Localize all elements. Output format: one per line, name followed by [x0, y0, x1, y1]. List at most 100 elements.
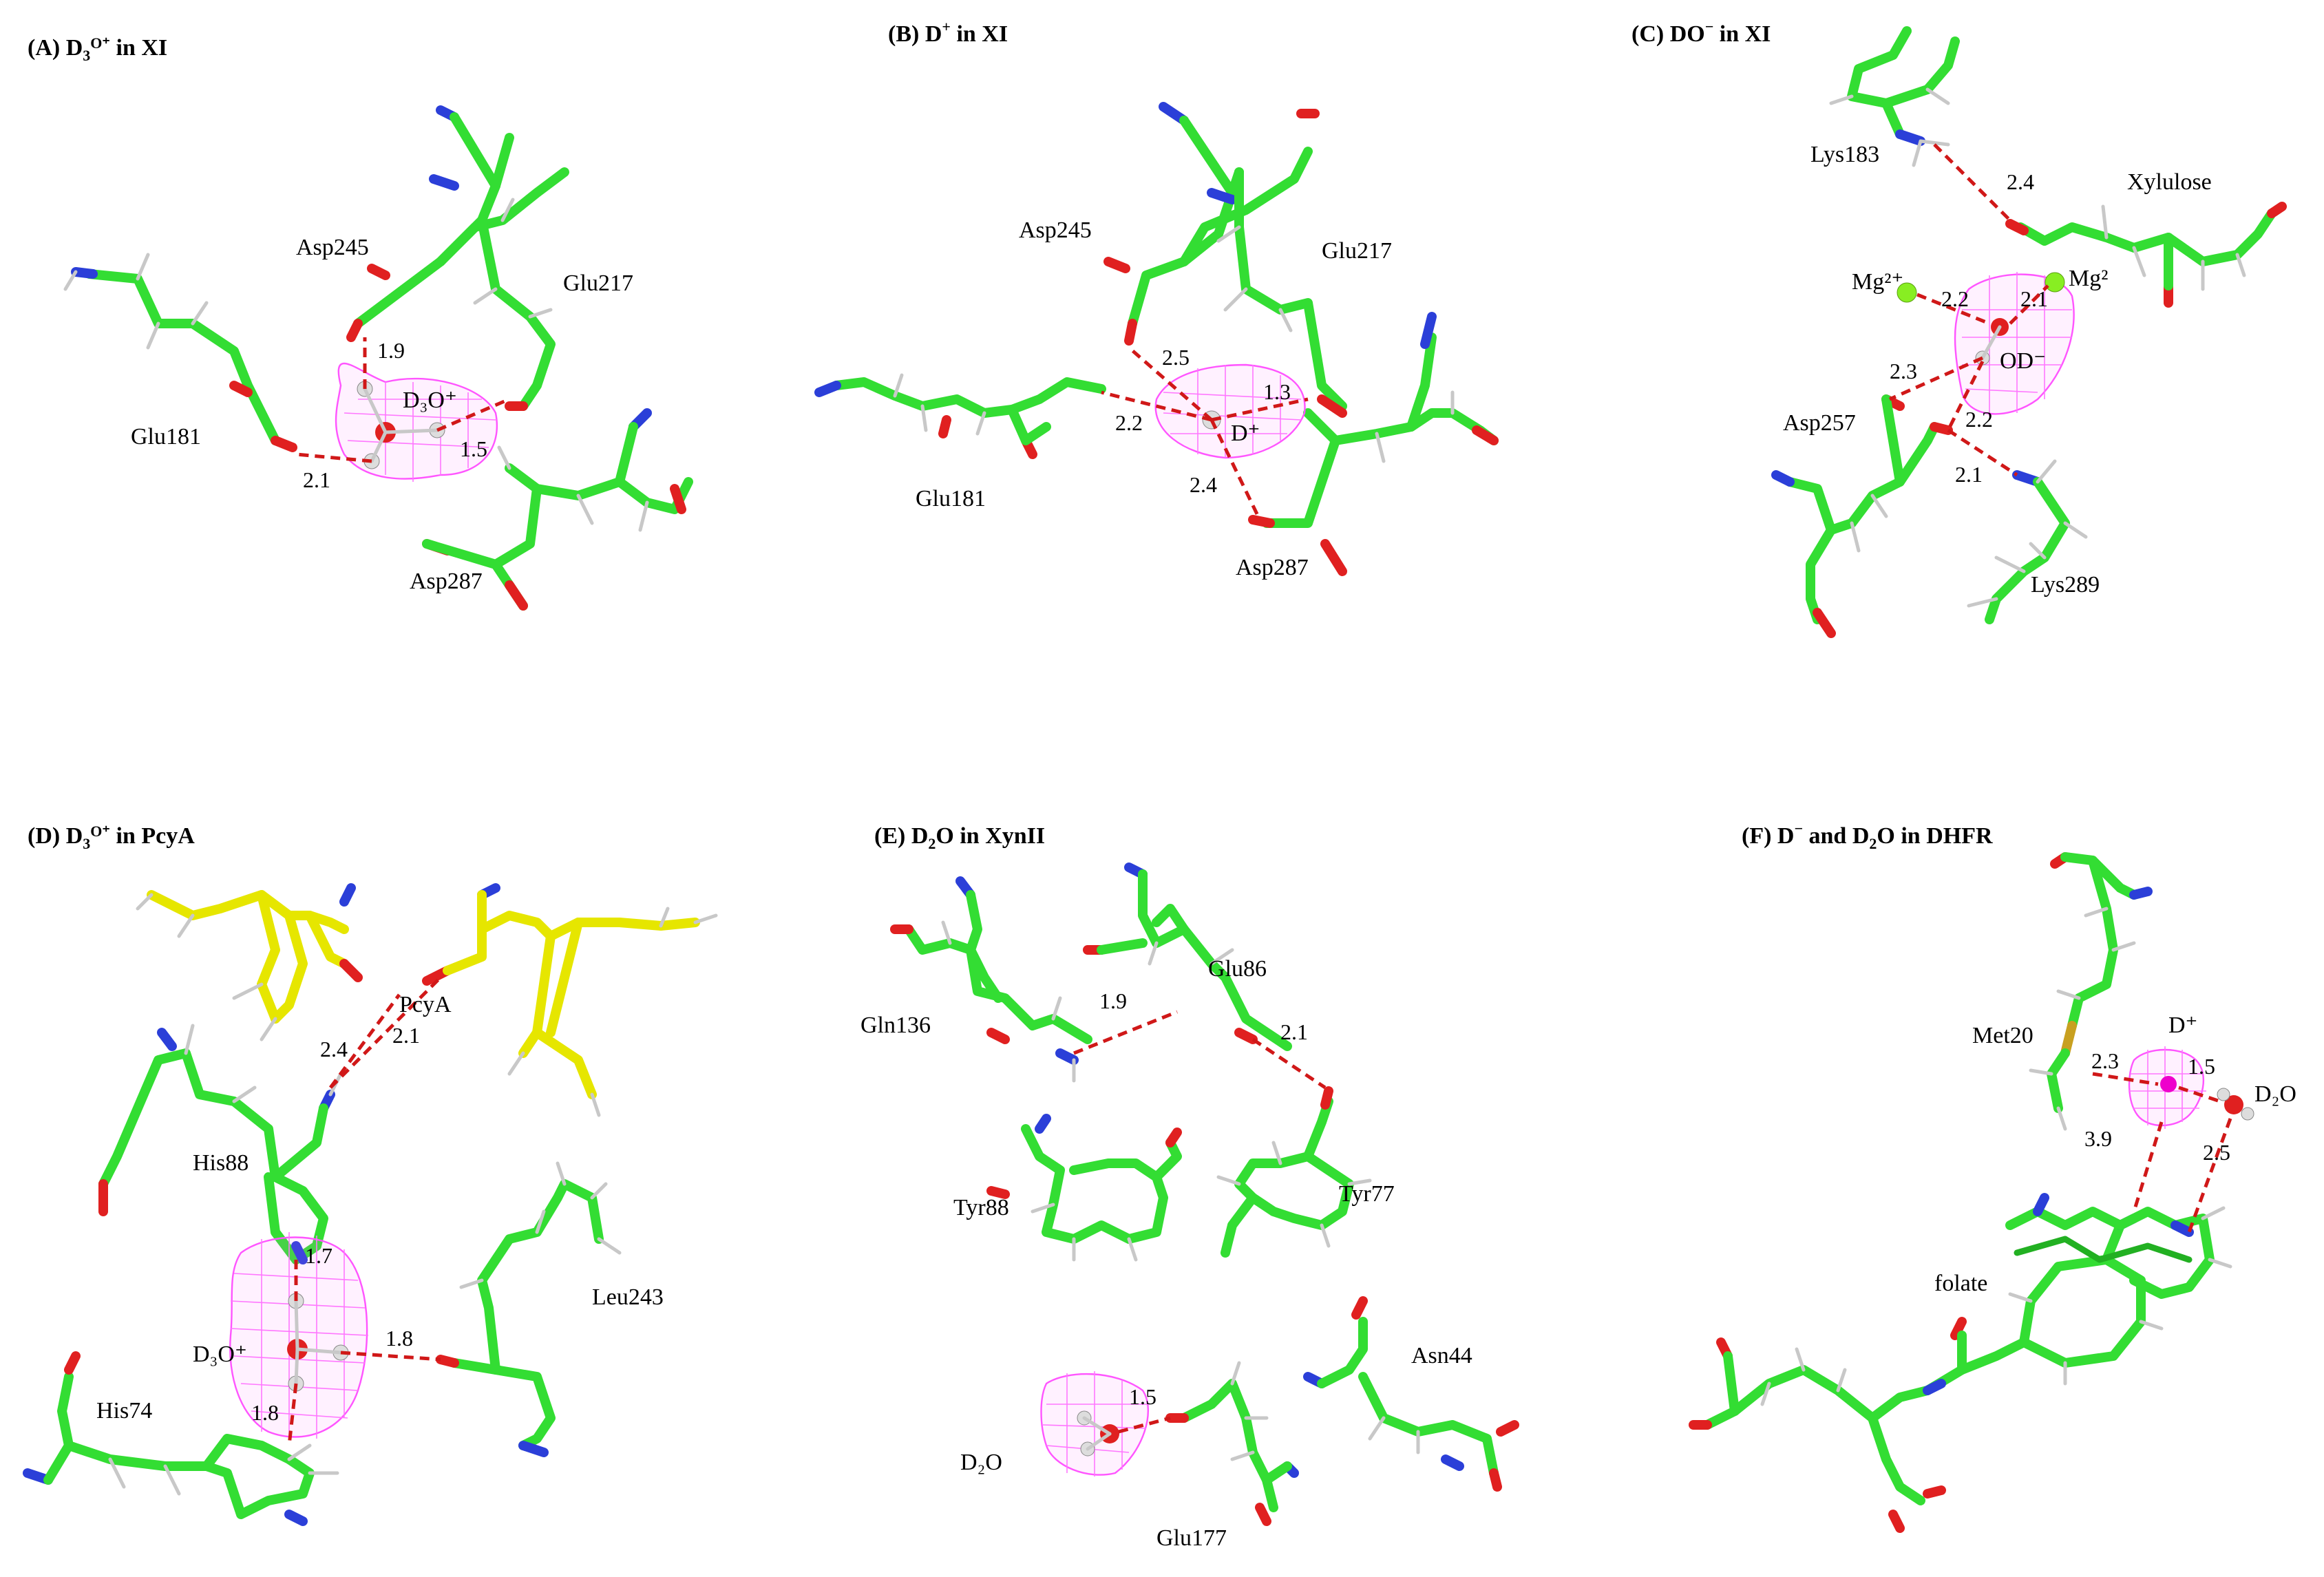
dist-d-3: 1.7: [305, 1243, 332, 1268]
tyr77-up: [1303, 1097, 1333, 1161]
panel-f-molecules: [1689, 852, 2232, 1533]
leu243-nitrogen: [518, 1441, 549, 1457]
asn44-oxygen: [1351, 1296, 1368, 1320]
panel-c-hbond-6: [1947, 428, 2018, 477]
label-dplus: D⁺: [2168, 1013, 2198, 1038]
asp287-oxygen3: [670, 484, 686, 514]
asp245-oxygen: [346, 319, 363, 342]
asp287-b-oxygen3: [1472, 425, 1499, 445]
panel-a-molecules: [63, 105, 693, 611]
asn44-backbone: [1358, 1372, 1499, 1478]
label-pcya: PcyA: [399, 992, 452, 1017]
pcya-left-c: [305, 911, 349, 969]
glu217-sidechain: [477, 215, 556, 411]
panel-a-hbond-3: [295, 452, 372, 463]
asp245-oxygen2: [367, 264, 390, 280]
label-asp257: Asp257: [1783, 410, 1856, 436]
label-ion-b: D⁺: [1231, 421, 1260, 446]
folate-oxygen4: [1923, 1485, 1946, 1499]
panel-f: (F) D− and D2O in DHFR: [1689, 820, 2296, 1533]
dist-d-5: 1.8: [251, 1400, 279, 1425]
panel-b-hbond-1: [1128, 346, 1213, 421]
asp257-oxygen3: [1813, 608, 1836, 638]
folate-pteridine-n1: [2033, 1193, 2049, 1216]
met20-side: [2067, 856, 2118, 1030]
pcya-left-top: [147, 890, 349, 934]
label-asn44: Asn44: [1411, 1343, 1472, 1368]
panel-c-density: [1954, 272, 2075, 416]
dist-f-4: 2.5: [2203, 1140, 2230, 1165]
tyr88-side: [1152, 1138, 1182, 1182]
label-his88: His88: [193, 1150, 249, 1176]
lys289-chain: [1985, 477, 2070, 624]
dist-b-4: 2.4: [1190, 472, 1217, 497]
folate-pteridine: [2005, 1207, 2215, 1299]
tyr88-oxygen: [1165, 1128, 1182, 1147]
panel-b-hbond-3: [1101, 390, 1212, 422]
panel-c-mg-right-atom: [2045, 272, 2065, 293]
dist-c-5: 2.2: [1965, 407, 1993, 432]
label-asp245-a: Asp245: [296, 235, 369, 260]
panel-d-molecules: [23, 883, 718, 1526]
met20-nitrogen: [2129, 887, 2153, 900]
label-od: OD⁻: [2000, 348, 2046, 374]
panel-c-title: (C) DO− in XI: [1631, 18, 1771, 47]
xylulose-chain: [2016, 209, 2277, 266]
label-folate: folate: [1934, 1271, 1987, 1296]
met20-terminal: [2047, 1048, 2070, 1113]
pcya-left-ring: [257, 890, 280, 1024]
tyr88-oxygen2: [986, 1186, 1010, 1199]
dist-f-2: 1.5: [2188, 1054, 2215, 1079]
dist-b-1: 2.5: [1162, 345, 1190, 370]
panel-f-water-oxygen: [2224, 1095, 2243, 1114]
dist-d-2: 2.1: [392, 1023, 420, 1048]
panel-e-hbond-2: [1251, 1037, 1327, 1090]
dist-c-2: 2.2: [1941, 286, 1969, 311]
dist-d-4: 1.8: [385, 1326, 413, 1351]
dist-b-3: 2.2: [1115, 410, 1143, 435]
asp287-b-side: [1262, 436, 1340, 528]
folate-carboxyl1: [1723, 1351, 1740, 1416]
asp245-b-oxygen1: [1103, 257, 1130, 273]
dist-e-1: 1.9: [1099, 988, 1127, 1013]
dist-c-4: 2.3: [1890, 359, 1917, 383]
xylulose-oxygen2: [2267, 202, 2287, 218]
glu217-b-mainchain: [1179, 147, 1313, 266]
glu217-b-side: [1234, 167, 1347, 411]
label-tyr77: Tyr77: [1339, 1181, 1395, 1207]
label-glu181-a: Glu181: [131, 424, 201, 449]
glu217-b-nitrogen: [1207, 188, 1237, 204]
panel-f-water-d2: [2241, 1107, 2254, 1121]
his74-ring-chain: [64, 1434, 315, 1519]
lys183-chain2: [1881, 36, 1960, 108]
label-lys183: Lys183: [1810, 142, 1879, 167]
panel-e-hbond-1: [1073, 1010, 1178, 1055]
panel-f-dplus-atom: [2160, 1076, 2177, 1092]
pcya-left-nitrogen: [339, 883, 356, 907]
dist-c-6: 2.1: [1955, 462, 1983, 487]
his74-ne: [284, 1510, 308, 1526]
panel-e-molecules: [890, 862, 1519, 1526]
glu181-oxygen2: [271, 436, 297, 452]
panel-c-hbond-1: [1933, 143, 2011, 222]
panel-c-hbond-2: [1916, 293, 1990, 326]
panel-f-title: (F) D− and D2O in DHFR: [1742, 820, 1993, 852]
label-ion-d: D₃O⁺: [193, 1342, 247, 1367]
pcya-right-ring2: [546, 918, 583, 1037]
panel-c: (C) DO− in XI: [1631, 18, 2287, 638]
pcya-right-o-bond: [443, 924, 487, 975]
panel-a: (A) D3O⁺ in XI: [28, 34, 693, 611]
label-asp287-a: Asp287: [410, 569, 483, 594]
his74-oxygen: [64, 1351, 81, 1375]
dist-a-1: 1.9: [377, 338, 405, 363]
folate-amide-o: [1950, 1317, 1967, 1340]
folate-carboxyl2: [1868, 1413, 1925, 1505]
dist-c-3: 2.1: [2020, 286, 2048, 311]
label-asp245-b: Asp245: [1019, 218, 1092, 243]
panel-d: (D) D3O⁺ in PcyA: [23, 823, 718, 1526]
asn44-oxygen2: [1489, 1468, 1502, 1492]
glu181-oxygen1: [229, 381, 253, 397]
label-tyr88: Tyr88: [953, 1195, 1009, 1220]
label-lys289: Lys289: [2031, 572, 2100, 597]
